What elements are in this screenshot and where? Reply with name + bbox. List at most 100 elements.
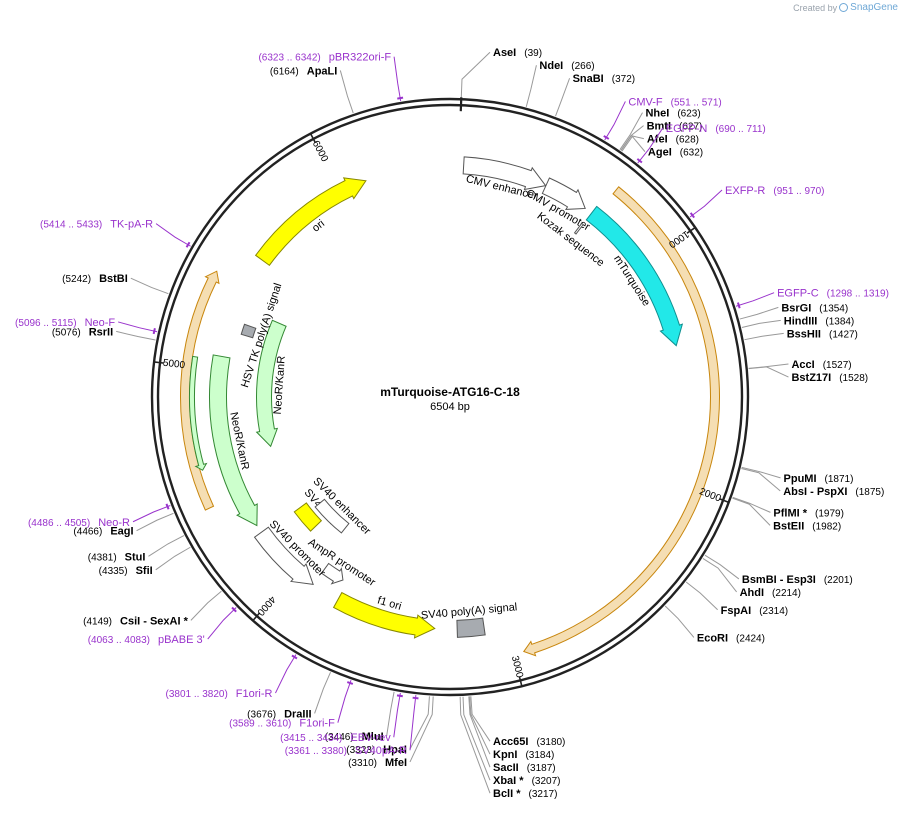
enzyme-label-mlui[interactable]: (3446)MluI bbox=[325, 731, 384, 743]
enzyme-label-kpni[interactable]: KpnI(3184) bbox=[493, 749, 554, 761]
enzyme-leader-agei bbox=[621, 135, 646, 152]
tick-label-3000: 3000 bbox=[509, 655, 525, 680]
enzyme-label-apali[interactable]: (6164)ApaLI bbox=[270, 65, 337, 77]
enzyme-label-asei[interactable]: AseI(39) bbox=[493, 47, 542, 59]
enzyme-leader-bstbi bbox=[130, 277, 169, 295]
enzyme-label-acc65i[interactable]: Acc65I(3180) bbox=[493, 736, 565, 748]
feature-sv40-ori[interactable] bbox=[293, 502, 323, 532]
primer-label-neo-f[interactable]: (5096 .. 5115)Neo-F bbox=[15, 317, 115, 329]
primer-label-f1ori-r[interactable]: (3801 .. 3820)F1ori-R bbox=[166, 688, 273, 700]
enzyme-label-rsrii[interactable]: (5076)RsrII bbox=[52, 326, 113, 338]
feature-hsv-tk-poly-a-signal[interactable] bbox=[240, 323, 257, 339]
enzyme-leader-sacii bbox=[468, 696, 491, 768]
feature-kozak-sequence[interactable] bbox=[573, 222, 584, 235]
enzyme-leader-bstz17i bbox=[748, 366, 789, 378]
tick-mark-1000 bbox=[686, 226, 696, 234]
feature-ori[interactable] bbox=[254, 177, 367, 267]
enzyme-label-pflmi[interactable]: PflMI *(1979) bbox=[773, 507, 844, 519]
primer-label-neo-r[interactable]: (4486 .. 4505)Neo-R bbox=[28, 517, 130, 529]
enzyme-label-sacii[interactable]: SacII(3187) bbox=[493, 762, 556, 774]
enzyme-label-bstz17i[interactable]: BstZ17I(1528) bbox=[791, 372, 868, 384]
enzyme-label-sfii[interactable]: (4335)SfiI bbox=[99, 565, 153, 577]
primer-leader-egfp-c bbox=[735, 292, 775, 307]
enzyme-label-ndei[interactable]: NdeI(266) bbox=[539, 60, 594, 72]
feature-label-ori: ori bbox=[310, 218, 327, 235]
feature-green-outer[interactable] bbox=[189, 355, 208, 471]
feature-sv40-promoter[interactable] bbox=[253, 526, 314, 585]
enzyme-label-acci[interactable]: AccI(1527) bbox=[791, 359, 851, 371]
tick-mark-4000 bbox=[252, 612, 261, 622]
enzyme-label-snabi[interactable]: SnaBI(372) bbox=[573, 73, 636, 85]
primer-label-sv40pa-r[interactable]: (3361 .. 3380)SV40pA-R bbox=[285, 745, 407, 757]
enzyme-leader-eagi bbox=[136, 512, 174, 532]
feature-label-sv40-poly-a-signal: SV40 poly(A) signal bbox=[420, 601, 517, 622]
primer-mark-neo-r bbox=[165, 503, 170, 510]
primer-label-egfp-n[interactable]: EGFP-N(690 .. 711) bbox=[666, 123, 766, 135]
enzyme-label-bcli[interactable]: BclI *(3217) bbox=[493, 788, 557, 800]
primer-label-ebv-rev[interactable]: (3415 .. 3434)EBV-rev bbox=[280, 732, 391, 744]
enzyme-label-ecori[interactable]: EcoRI(2424) bbox=[697, 632, 765, 644]
enzyme-label-eagi[interactable]: (4466)EagI bbox=[73, 526, 133, 538]
enzyme-label-mfei[interactable]: (3310)MfeI bbox=[348, 757, 407, 769]
feature-atg16-orf[interactable] bbox=[522, 186, 720, 657]
primer-label-pbabe-3[interactable]: (4063 .. 4083)pBABE 3' bbox=[88, 634, 205, 646]
primer-mark-neo-f bbox=[152, 328, 156, 335]
enzyme-label-bsrgi[interactable]: BsrGI(1354) bbox=[781, 302, 848, 314]
enzyme-label-hindiii[interactable]: HindIII(1384) bbox=[784, 315, 855, 327]
enzyme-leader-bsmbi-esp3i bbox=[704, 554, 740, 580]
feature-f1-ori[interactable] bbox=[332, 591, 436, 639]
enzyme-leader-snabi bbox=[555, 78, 571, 117]
primer-label-f1ori-f[interactable]: (3589 .. 3610)F1ori-F bbox=[229, 718, 335, 730]
feature-cmv-enhancer[interactable] bbox=[462, 156, 547, 191]
feature-mturquoise[interactable] bbox=[585, 205, 684, 347]
enzyme-label-hpai[interactable]: (3323)HpaI bbox=[346, 744, 407, 756]
primer-leader-egfp-n bbox=[637, 127, 664, 164]
enzyme-label-bsshii[interactable]: BssHII(1427) bbox=[787, 328, 858, 340]
enzyme-label-stui[interactable]: (4381)StuI bbox=[88, 551, 146, 563]
enzyme-leader-bcli bbox=[459, 696, 491, 794]
backbone bbox=[150, 97, 750, 697]
primer-mark-ebv-rev bbox=[396, 694, 403, 698]
tick-label-5000: 5000 bbox=[162, 358, 186, 372]
primer-label-egfp-c[interactable]: EGFP-C(1298 .. 1319) bbox=[777, 288, 889, 300]
enzyme-label-absi-pspxi[interactable]: AbsI - PspXI(1875) bbox=[783, 486, 884, 498]
enzyme-leader-stui bbox=[148, 535, 185, 557]
primer-label-tk-pa-r[interactable]: (5414 .. 5433)TK-pA-R bbox=[40, 219, 153, 231]
backbone-outer-ring bbox=[150, 97, 750, 697]
enzyme-label-agei[interactable]: AgeI(632) bbox=[648, 147, 703, 159]
primer-leader-pbabe-3 bbox=[207, 607, 237, 640]
feature-ampr-promoter[interactable] bbox=[320, 562, 344, 585]
enzyme-leader-bsteii bbox=[732, 497, 771, 526]
enzyme-label-bsmbi-esp3i[interactable]: BsmBI - Esp3I(2201) bbox=[742, 574, 853, 586]
feature-cmv-promoter[interactable] bbox=[541, 177, 586, 210]
enzyme-label-bmti[interactable]: BmtI(627) bbox=[647, 121, 703, 133]
enzyme-label-draiii[interactable]: (3676)DraIII bbox=[247, 708, 311, 720]
enzyme-label-nhei[interactable]: NheI(623) bbox=[645, 108, 700, 120]
enzyme-label-bsteii[interactable]: BstEII(1982) bbox=[773, 520, 841, 532]
feature-sv40-poly-a-signal[interactable] bbox=[456, 617, 486, 638]
enzyme-label-bstbi[interactable]: (5242)BstBI bbox=[62, 273, 128, 285]
primer-leader-neo-r bbox=[132, 505, 171, 523]
enzyme-label-ppumi[interactable]: PpuMI(1871) bbox=[784, 473, 854, 485]
primer-label-pbr322ori-f[interactable]: (6323 .. 6342)pBR322ori-F bbox=[258, 52, 391, 64]
primer-mark-sv40pa-r bbox=[412, 696, 419, 700]
feature-neor-kanr-inner[interactable] bbox=[255, 319, 287, 448]
primer-label-exfp-r[interactable]: EXFP-R(951 .. 970) bbox=[725, 185, 825, 197]
enzyme-leader-ecori bbox=[664, 605, 695, 638]
snapgene-logo-icon bbox=[839, 3, 849, 12]
primer-leader-exfp-r bbox=[689, 189, 723, 218]
enzyme-leader-afei bbox=[620, 135, 644, 151]
enzyme-leader-nhei bbox=[619, 112, 643, 150]
feature-neor-kanr[interactable] bbox=[209, 354, 258, 527]
origin-marker bbox=[459, 97, 463, 112]
enzyme-leader-ndei bbox=[525, 65, 537, 107]
tick-label-6000: 6000 bbox=[310, 139, 330, 164]
enzyme-label-fspai[interactable]: FspAI(2314) bbox=[721, 605, 788, 617]
enzyme-leader-bsshii bbox=[744, 332, 784, 341]
enzyme-label-ahdi[interactable]: AhdI(2214) bbox=[740, 587, 801, 599]
feature-sv40-enhancer[interactable] bbox=[314, 498, 350, 534]
enzyme-label-afei[interactable]: AfeI(628) bbox=[647, 134, 699, 146]
enzyme-label-csii-sexai[interactable]: (4149)CsiI - SexAI * bbox=[83, 615, 188, 627]
enzyme-label-xbai[interactable]: XbaI *(3207) bbox=[493, 775, 560, 787]
primer-label-cmv-f[interactable]: CMV-F(551 .. 571) bbox=[628, 96, 721, 108]
